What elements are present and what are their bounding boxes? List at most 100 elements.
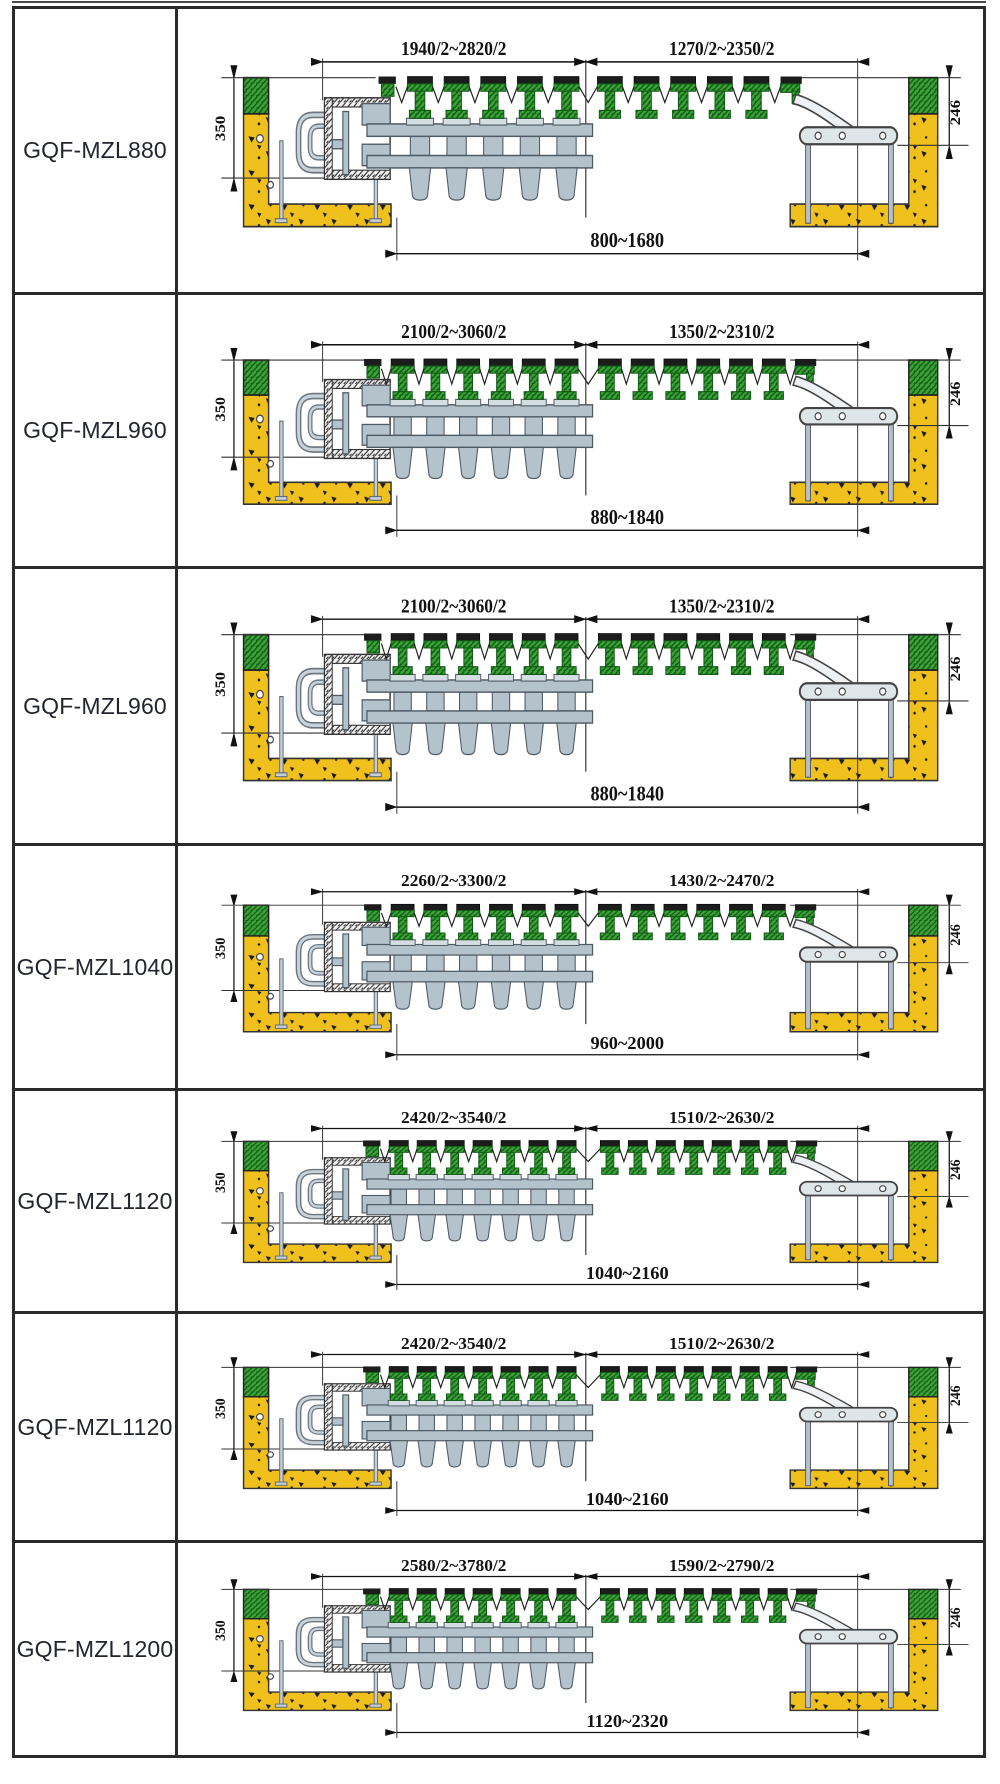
support-bench: [792, 918, 899, 1029]
anchor-rods: [274, 957, 382, 1029]
concrete-right: [789, 903, 939, 1032]
dimensions: [230, 1351, 953, 1514]
dim-top-left: 2420/2~3540/2: [401, 1334, 506, 1353]
dim-height-left: 350: [213, 396, 229, 421]
dimensions: [230, 1125, 953, 1288]
dim-height-left: 350: [213, 1172, 229, 1193]
support-bench: [792, 649, 899, 778]
model-label: GQF-MZL1200: [16, 1635, 174, 1662]
rubber-seal-zigzag: [379, 1596, 797, 1612]
dim-height-left: 350: [213, 1620, 229, 1641]
anchor-box: [255, 653, 391, 744]
support-bench: [792, 374, 899, 501]
dim-height-right: 246: [948, 99, 964, 125]
anchor-rods: [274, 1192, 382, 1260]
anchor-rods: [274, 1418, 382, 1486]
concrete-right: [789, 1588, 939, 1712]
rubber-seal-zigzag: [380, 367, 796, 386]
dim-height-left: 350: [213, 937, 229, 959]
dim-height-right: 246: [948, 381, 964, 406]
anchor-box: [255, 1157, 391, 1232]
anchor-box: [255, 96, 391, 189]
support-bars: [366, 943, 594, 1010]
dim-height-right: 246: [948, 1385, 964, 1406]
dim-height-left: 350: [213, 671, 229, 696]
table-row: GQF-MZL1120 2420/2~3540/2 1510/2~2630/2 35…: [15, 1091, 983, 1314]
rubber-seal-zigzag: [395, 85, 782, 104]
dimensions: [230, 340, 953, 534]
support-bars: [366, 1404, 594, 1468]
dim-height-right: 246: [948, 924, 964, 946]
center-beams: [363, 1140, 818, 1181]
dim-top-left: 2420/2~3540/2: [401, 1108, 506, 1127]
dimensions: [230, 57, 953, 258]
concrete-right: [789, 358, 939, 505]
anchor-rods: [274, 420, 382, 501]
center-beams: [364, 358, 817, 406]
support-bench: [792, 1380, 899, 1487]
center-beams: [364, 632, 817, 682]
reference-lines: [221, 1125, 969, 1290]
rubber-seal-zigzag: [379, 1374, 797, 1390]
anchor-box: [255, 1605, 391, 1680]
support-bars: [366, 1178, 594, 1242]
rubber-seal-zigzag: [380, 912, 796, 928]
dimensions: [230, 614, 953, 811]
model-label: GQF-MZL1120: [17, 1413, 173, 1440]
dim-height-right: 246: [948, 656, 964, 681]
rubber-seal-zigzag: [380, 642, 796, 661]
joint-drawing: 2580/2~3780/2 1590/2~2790/2 350 246 1120~232…: [213, 1556, 969, 1738]
table-top-cutoff-line: [12, 1, 986, 3]
dim-top-right: 1350/2~2310/2: [669, 321, 774, 343]
concrete-right: [789, 633, 939, 781]
table-row: GQF-MZL1200 2580/2~3780/2 1590/2~2790/2 35…: [15, 1543, 983, 1755]
reference-lines: [221, 888, 969, 1060]
support-bench: [792, 93, 899, 224]
model-label: GQF-MZL880: [23, 137, 167, 163]
anchor-box: [255, 921, 391, 1000]
dim-top-right: 1350/2~2310/2: [669, 595, 774, 617]
model-label: GQF-MZL1120: [17, 1187, 173, 1214]
support-bench: [792, 1154, 899, 1261]
support-bars: [366, 1626, 594, 1690]
dim-top-right: 1590/2~2790/2: [669, 1556, 774, 1575]
model-label: GQF-MZL1040: [16, 953, 174, 980]
dim-bottom: 1040~2160: [586, 1263, 669, 1282]
dim-bottom: 1040~2160: [586, 1489, 669, 1508]
center-beams: [363, 1366, 818, 1407]
dim-top-left: 2100/2~3060/2: [401, 595, 506, 617]
dim-top-right: 1510/2~2630/2: [669, 1108, 774, 1127]
support-bench: [792, 1602, 899, 1709]
dim-top-right: 1430/2~2470/2: [669, 871, 774, 890]
dim-top-left: 2100/2~3060/2: [401, 321, 506, 343]
concrete-right: [789, 1366, 939, 1490]
dim-top-left: 1940/2~2820/2: [401, 37, 506, 60]
dim-height-right: 246: [948, 1607, 964, 1628]
dim-top-left: 2580/2~3780/2: [401, 1556, 506, 1575]
dim-bottom: 1120~2320: [586, 1711, 668, 1730]
support-bars: [366, 122, 594, 201]
model-cell: GQF-MZL1200: [15, 1543, 178, 1755]
anchor-box: [255, 1383, 391, 1458]
dim-height-left: 350: [213, 115, 229, 141]
drawing-cell: 2580/2~3780/2 1590/2~2790/2 350 246 1120~232…: [178, 1543, 983, 1755]
reference-lines: [221, 1573, 969, 1738]
model-cell: GQF-MZL1040: [15, 846, 178, 1088]
model-cell: GQF-MZL1120: [15, 1314, 178, 1540]
center-beams: [378, 75, 802, 126]
